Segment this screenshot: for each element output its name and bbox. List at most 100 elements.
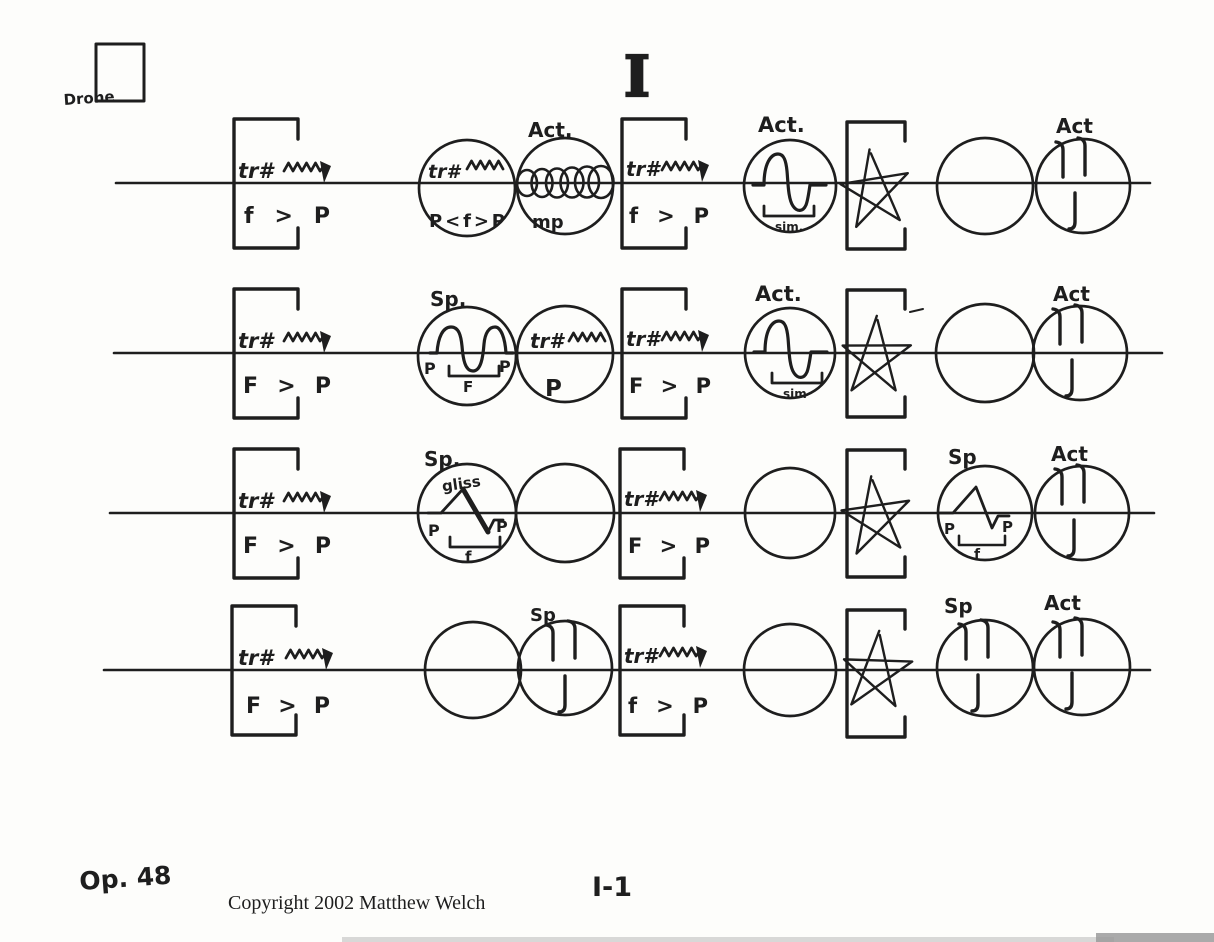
note-stems-icon [544, 619, 577, 714]
dynamics-label: P<f>P [429, 211, 505, 232]
trill-circle: tr# P<f>P [417, 138, 517, 238]
note-stems-icon [1053, 463, 1086, 558]
trill-label: tr# [238, 489, 275, 513]
trill-wave-arrow-icon [282, 329, 333, 355]
f-bracket-icon [448, 535, 502, 549]
sp-stems-circle: Sp [516, 605, 614, 717]
sp-label: Sp. [424, 447, 460, 471]
star-bracket [838, 608, 917, 739]
peak-wave-icon [938, 485, 1011, 530]
act-label: Act [1056, 114, 1093, 138]
act-stems-circle: Act [1033, 442, 1131, 562]
page-number: I-1 [592, 872, 632, 903]
coil-circle: Act. mp [515, 118, 615, 236]
bracket: tr# F > P [230, 604, 335, 737]
p-left-label: P [428, 521, 440, 540]
note-stems-icon [1051, 616, 1084, 711]
copyright-text: Copyright 2002 Matthew Welch [228, 892, 485, 914]
empty-circle [742, 622, 838, 718]
sp-label: Sp [948, 445, 977, 469]
action-wave-circle: Act. sim. [742, 113, 838, 234]
sim-label: sim [783, 387, 807, 401]
trill-label: tr# [624, 644, 659, 668]
system-1: tr# f > P tr# P<f>P Act. mp tr# f > P Ac… [114, 113, 1152, 251]
system-4: tr# F > P Sp tr# f > P Sp Act [102, 591, 1152, 739]
p-left-label: P [424, 359, 436, 378]
act-label: Act [1051, 442, 1088, 466]
pentagram-star-icon [836, 145, 914, 230]
dynamics-label: F > P [628, 534, 710, 558]
f-label: F [463, 378, 473, 396]
system-2: tr# F > P Sp. P F P tr# P tr# F > P Act. [112, 282, 1164, 420]
bracket: tr# F > P [620, 287, 711, 420]
sp-wave-circle: Sp. P F P [416, 287, 518, 407]
empty-circle [514, 462, 616, 564]
sp-label: Sp [944, 594, 973, 618]
dynamics-label: mp [532, 212, 564, 233]
trill-wave-arrow-icon [658, 644, 709, 670]
p-right-label: P [499, 357, 511, 376]
circle-outline [515, 304, 615, 404]
dynamics-label: f > P [244, 204, 330, 229]
trill-wave-arrow-icon [282, 489, 333, 515]
dynamics-label: F > P [243, 374, 331, 399]
trill-wave-arrow-icon [660, 328, 711, 354]
gliss-thick-stroke [460, 486, 491, 535]
trill-label: tr# [530, 329, 565, 353]
p-right-label: P [496, 517, 508, 536]
system-3: tr# F > P Sp. gliss P f P tr# F > P [108, 442, 1156, 580]
act-stems-circle: Act [1032, 591, 1132, 717]
stray-pen-mark [909, 308, 924, 313]
f-label: f [465, 548, 472, 566]
trill-wave-icon [465, 159, 505, 171]
f-bracket-icon [957, 534, 1007, 547]
action-wave-circle: Act. sim [743, 282, 837, 401]
trill-label: tr# [238, 646, 275, 670]
drone-label: Drone [63, 87, 115, 109]
sine-wave-icon [752, 319, 829, 379]
bracket: tr# F > P [232, 447, 333, 580]
trill-wave-arrow-icon [282, 159, 333, 185]
circle-outline [516, 619, 614, 717]
scan-smudge [342, 937, 1114, 942]
dynamics-label: F > P [629, 374, 711, 398]
drone-rect [94, 42, 146, 103]
dynamics-label: F > P [246, 694, 330, 719]
scan-smudge-dark [1096, 933, 1214, 942]
trill-circle: tr# P [515, 304, 615, 404]
trill-label: tr# [428, 161, 461, 183]
dynamics-label: f > P [628, 694, 708, 718]
gliss-label: gliss [441, 472, 482, 495]
trill-label: tr# [626, 157, 661, 181]
circle-outline [1032, 617, 1132, 717]
trill-label: tr# [238, 159, 275, 183]
note-stems-icon [957, 618, 990, 713]
circle-outline [743, 306, 837, 400]
trill-wave-arrow-icon [284, 646, 335, 672]
circle-outline [936, 464, 1034, 562]
sp-label: Sp [530, 605, 556, 626]
note-stems-icon [1051, 303, 1084, 398]
circle-outline [1034, 137, 1132, 235]
trill-label: tr# [626, 327, 661, 351]
act-stems-circle: Act [1031, 282, 1129, 402]
empty-circle [423, 620, 523, 720]
drone-box: Drone [63, 42, 146, 109]
act-label: Act [1044, 591, 1081, 615]
empty-circle [743, 466, 837, 560]
footer: Op. 48 Copyright 2002 Matthew Welch I-1 [78, 861, 1214, 942]
gliss-circle: Sp. gliss P f P [416, 447, 518, 566]
dynamics-label: f > P [629, 204, 709, 228]
sim-label: sim. [775, 220, 803, 234]
p-left-label: P [944, 520, 955, 538]
trill-label: tr# [238, 329, 275, 353]
trill-wave-icon [567, 331, 607, 343]
opus-label: Op. 48 [78, 861, 172, 896]
act-label: Act. [758, 113, 805, 137]
double-hump-wave-icon [428, 325, 515, 373]
bracket: tr# F > P [232, 287, 333, 420]
f-label: f [974, 547, 981, 563]
empty-circle [935, 136, 1035, 236]
